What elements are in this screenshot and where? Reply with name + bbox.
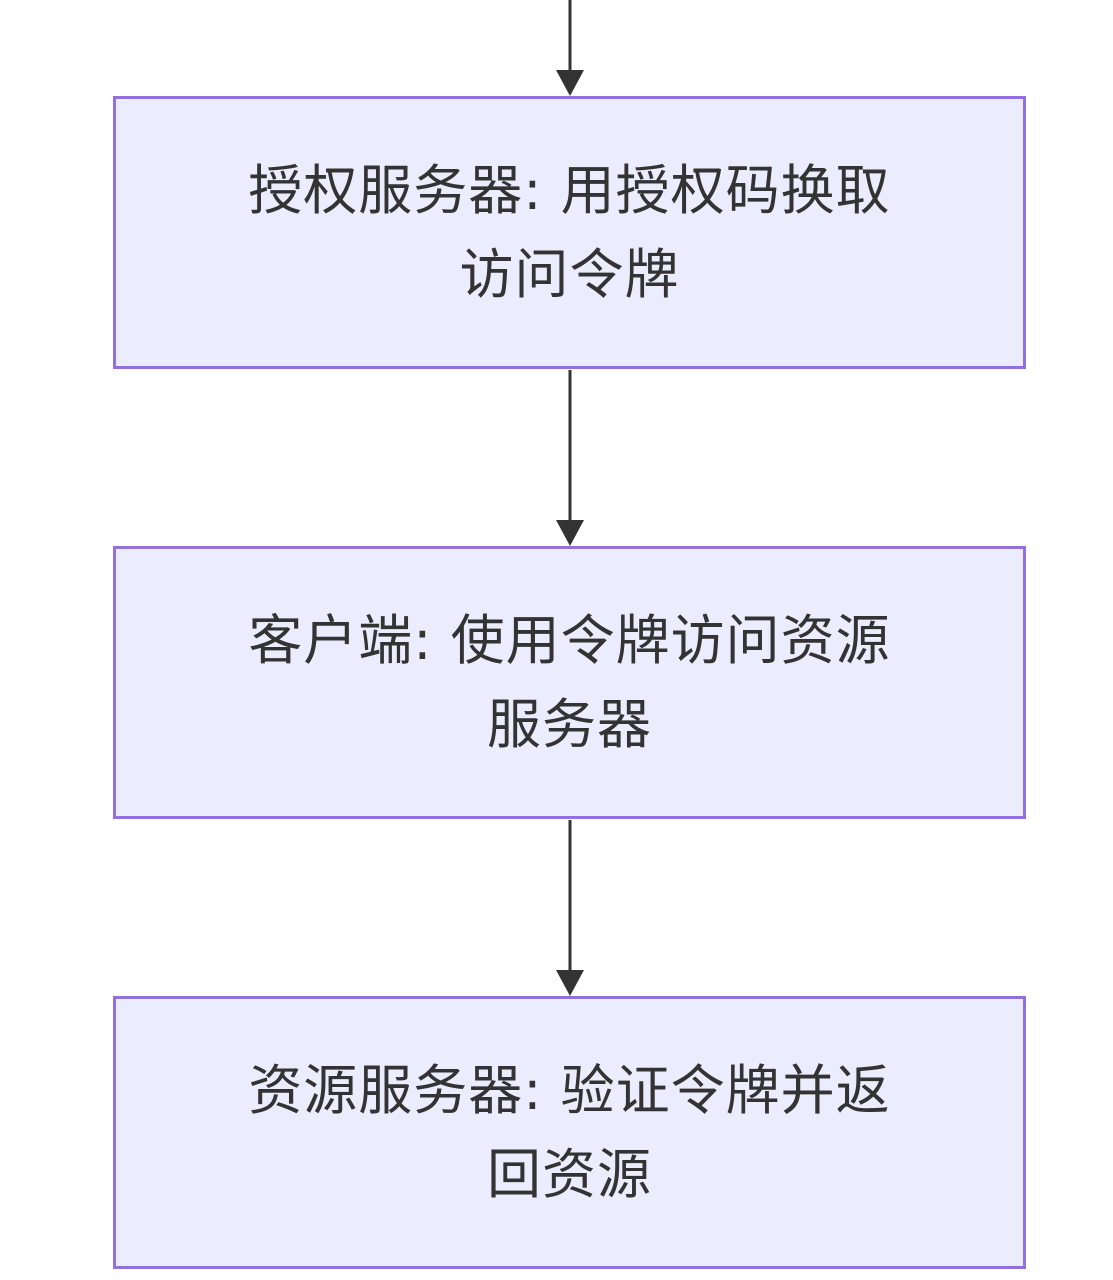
arrowhead-icon bbox=[556, 970, 584, 996]
edge-node1-to-node2 bbox=[556, 370, 584, 546]
node-resource-server-validate: 资源服务器: 验证令牌并返回资源 bbox=[113, 996, 1026, 1269]
edge-incoming bbox=[556, 0, 584, 96]
node-client-access-resource: 客户端: 使用令牌访问资源服务器 bbox=[113, 546, 1026, 819]
arrowhead-icon bbox=[556, 70, 584, 96]
edge-node2-to-node3 bbox=[556, 820, 584, 996]
arrowhead-icon bbox=[556, 520, 584, 546]
node-label: 授权服务器: 用授权码换取访问令牌 bbox=[248, 158, 891, 306]
node-label: 客户端: 使用令牌访问资源服务器 bbox=[248, 608, 891, 756]
node-label: 资源服务器: 验证令牌并返回资源 bbox=[248, 1058, 891, 1206]
node-auth-server-exchange-code: 授权服务器: 用授权码换取访问令牌 bbox=[113, 96, 1026, 369]
